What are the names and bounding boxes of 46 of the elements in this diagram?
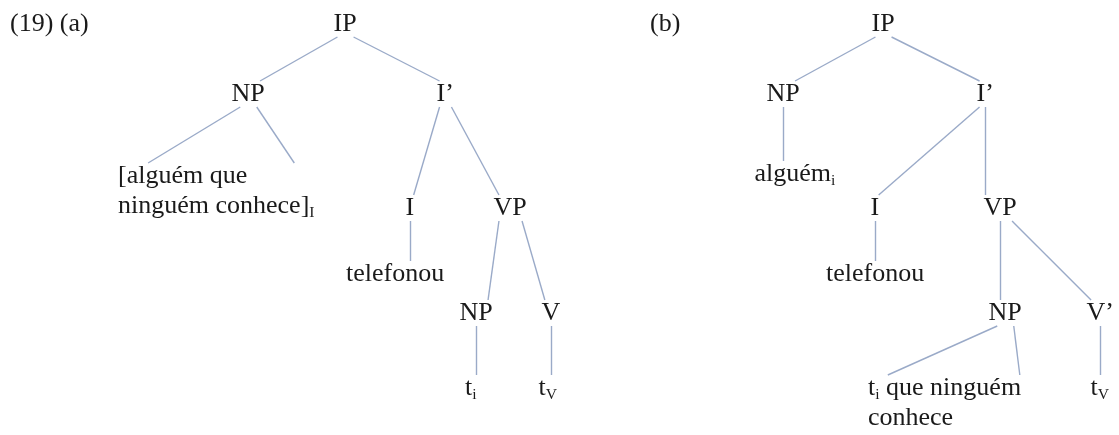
branch-line <box>890 36 981 82</box>
branch-line <box>999 220 1002 301</box>
branch-line <box>409 220 412 262</box>
example-number: (19) (a) <box>10 8 89 38</box>
branch-line <box>147 106 241 164</box>
tree-node-label: t$_{i}$ <box>465 372 477 402</box>
branch-line <box>256 106 295 164</box>
tree-node-label: IP <box>871 8 895 38</box>
branch-line <box>1099 325 1102 376</box>
tree-node-label: NP <box>231 78 265 108</box>
tree-node-label: telefonou <box>346 258 445 288</box>
branch-line <box>412 106 441 196</box>
tree-node-label: t$_{V}$ <box>538 372 557 402</box>
tree-node-label: NP <box>988 297 1022 327</box>
tree-node-label: IP <box>333 8 357 38</box>
tree-node-label: NP <box>459 297 493 327</box>
tree-node-label: t$_{i}$ que ninguém conhece <box>868 372 1033 432</box>
branch-line <box>259 36 339 82</box>
branch-line <box>984 106 987 196</box>
branch-line <box>352 36 441 82</box>
branch-line <box>487 220 500 301</box>
branch-line <box>475 325 478 376</box>
tree-node-label: alguém$_{i}$ <box>754 158 836 188</box>
branch-line <box>877 106 981 196</box>
tree-node-label: I <box>405 192 415 222</box>
tree-node-label: V <box>541 297 561 327</box>
branch-line <box>450 106 500 196</box>
tree-node-label: VP <box>493 192 527 222</box>
tree-node-label: I’ <box>976 78 994 108</box>
tree-node-label: NP <box>766 78 800 108</box>
branch-line <box>1011 220 1092 301</box>
branch-line <box>887 325 998 376</box>
tree-node-label: VP <box>983 192 1017 222</box>
branch-line <box>782 106 785 162</box>
tree-node-label: telefonou <box>826 258 925 288</box>
branch-line <box>521 220 546 301</box>
branch-line <box>1013 325 1021 376</box>
branch-line <box>794 36 877 82</box>
tree-node-label: V’ <box>1086 297 1114 327</box>
example-number: (b) <box>650 8 681 38</box>
tree-node-label: I’ <box>436 78 454 108</box>
tree-node-label: t$_{V}$ <box>1090 372 1109 402</box>
branch-line <box>550 325 553 376</box>
branch-line <box>874 220 877 262</box>
tree-node-label: I <box>870 192 880 222</box>
tree-node-label: [alguém que ninguém conhece]$_{I}$ <box>118 160 333 220</box>
